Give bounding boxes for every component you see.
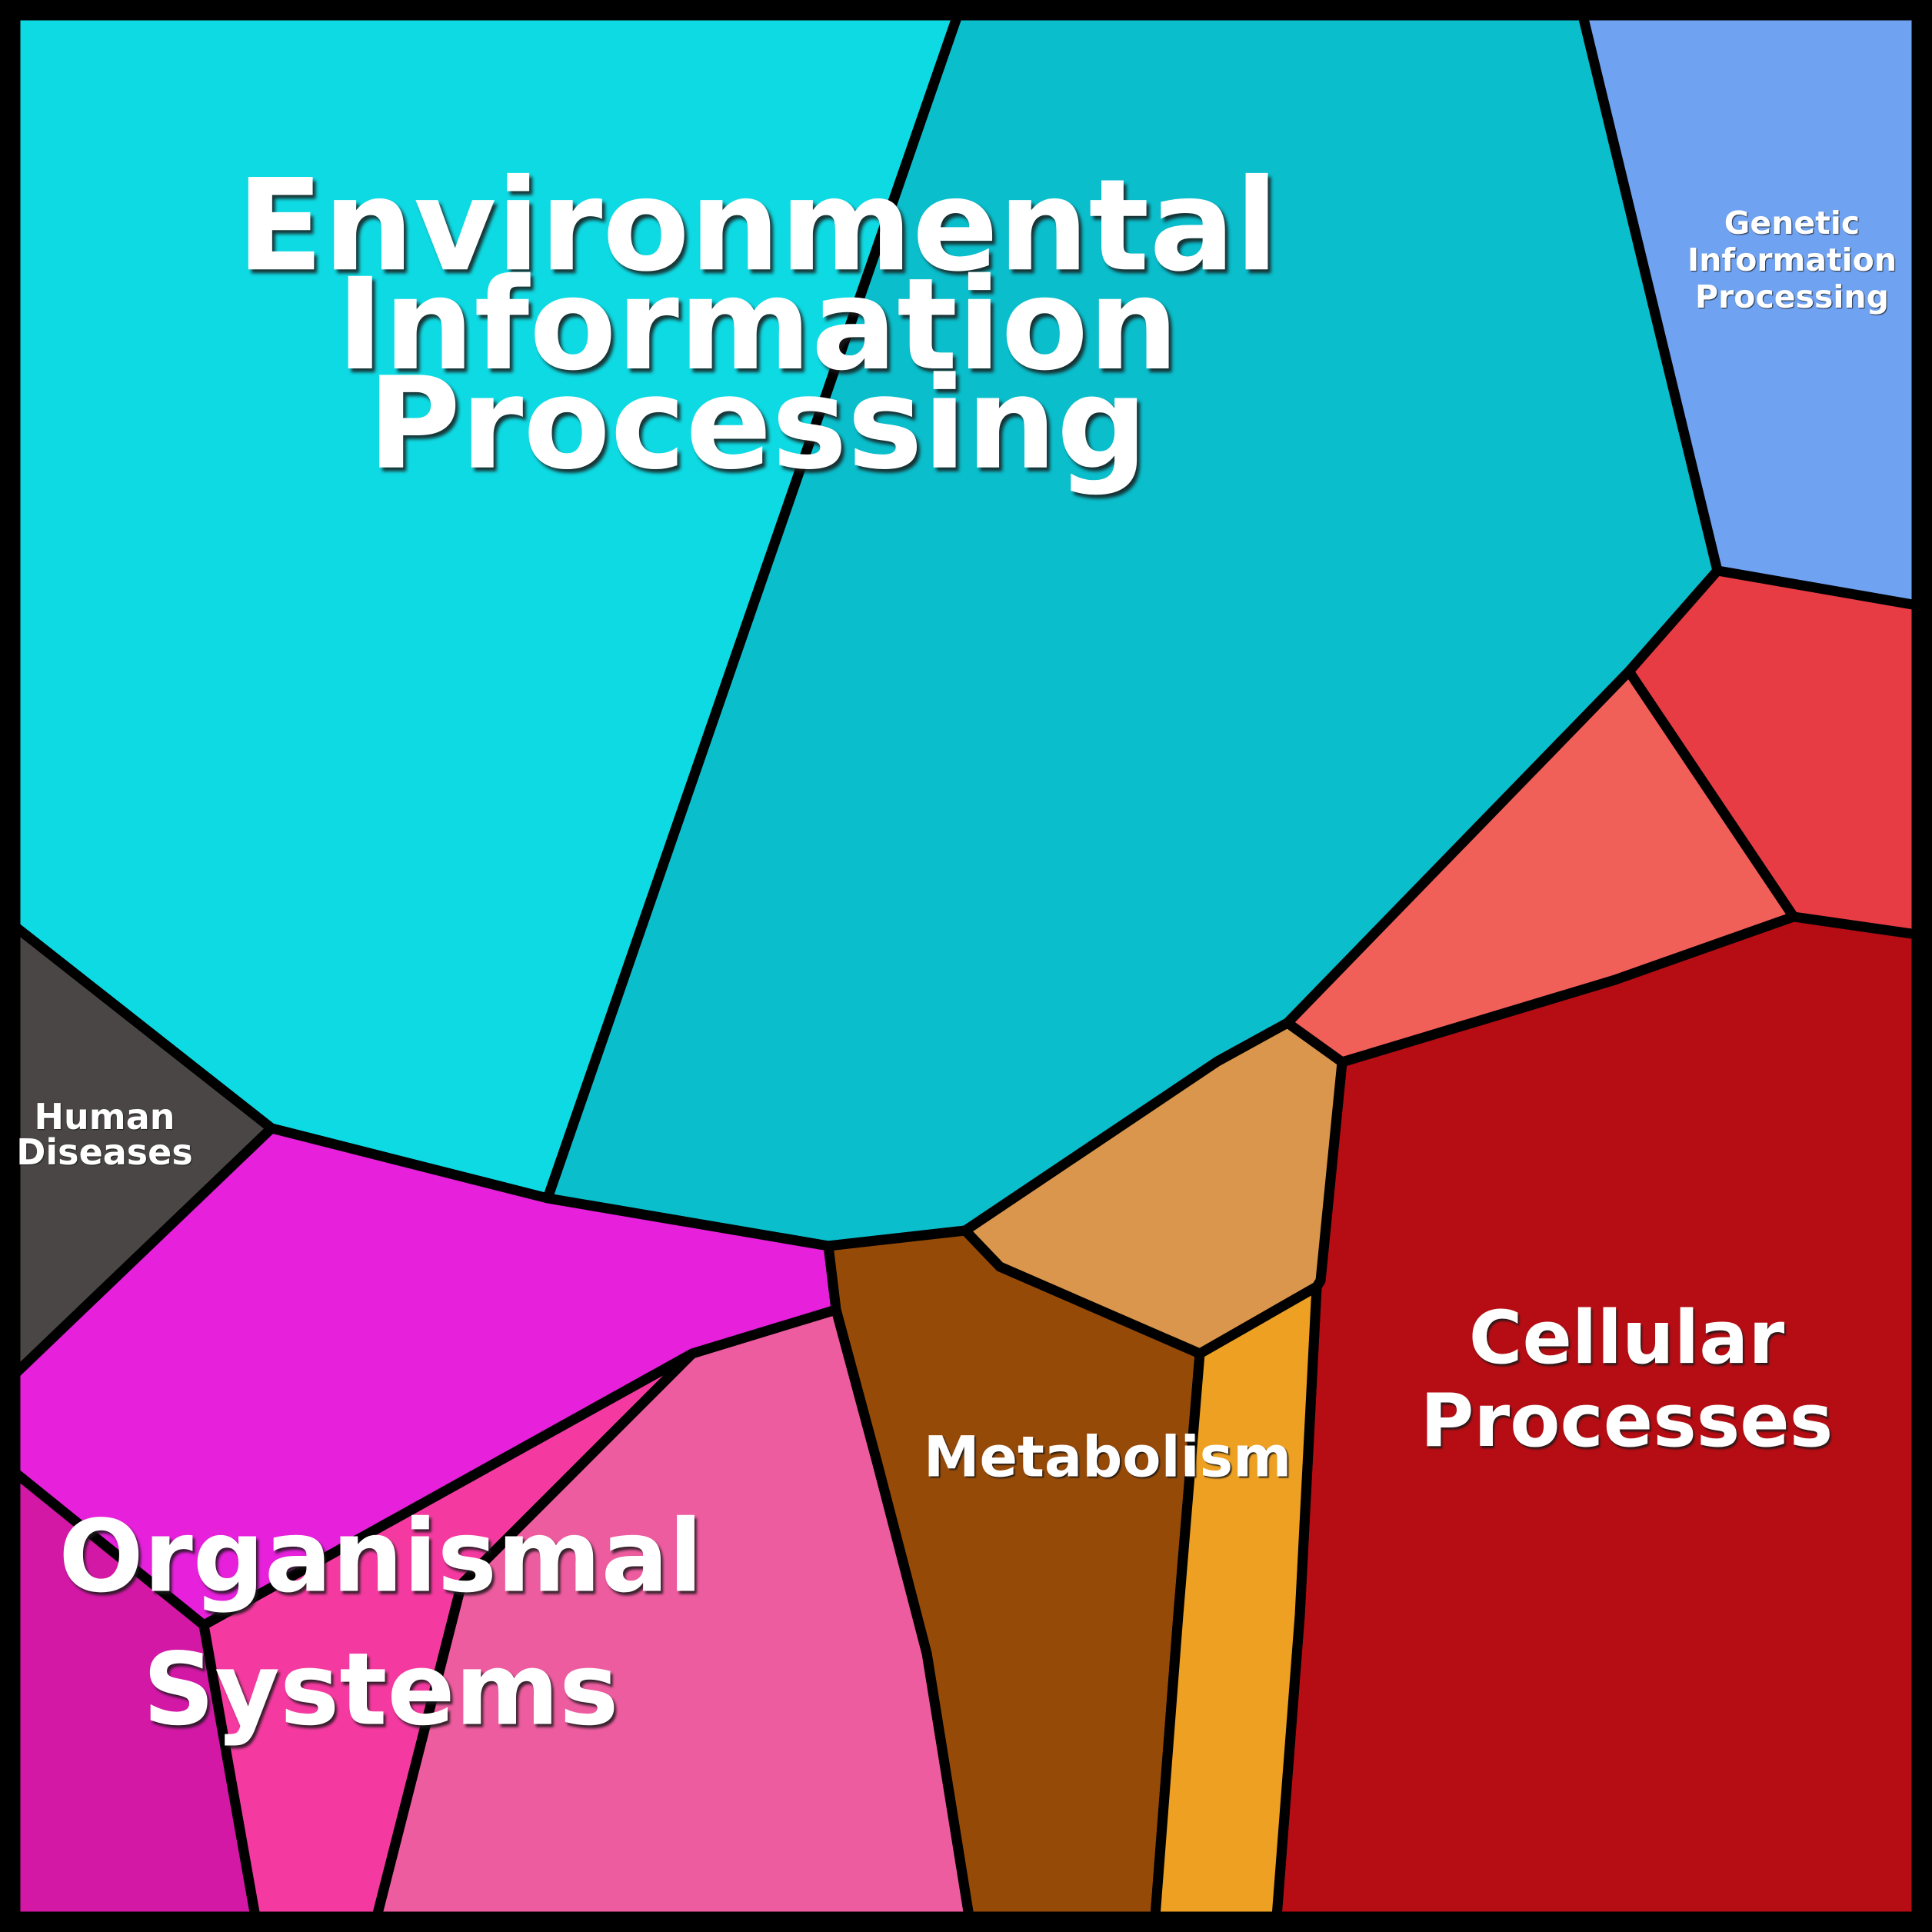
cells-layer: [10, 10, 1922, 1922]
cell-cell-darkred[interactable]: [1271, 911, 1922, 1922]
cell-org-lightpink[interactable]: [371, 1304, 974, 1922]
cell-met-orange[interactable]: [1150, 1281, 1322, 1922]
